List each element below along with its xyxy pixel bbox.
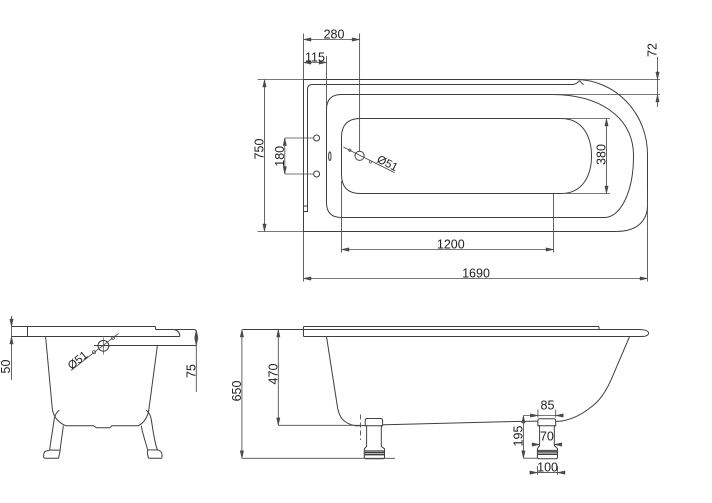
svg-text:75: 75: [184, 364, 198, 378]
svg-text:85: 85: [541, 399, 555, 413]
svg-text:380: 380: [595, 144, 609, 165]
svg-text:70: 70: [540, 429, 554, 443]
svg-text:1200: 1200: [437, 237, 465, 251]
svg-text:100: 100: [537, 460, 558, 474]
svg-text:750: 750: [253, 139, 267, 160]
svg-text:72: 72: [646, 43, 660, 57]
svg-text:115: 115: [305, 50, 325, 64]
svg-text:180: 180: [273, 146, 287, 167]
svg-text:650: 650: [230, 381, 244, 402]
svg-text:50: 50: [0, 360, 13, 374]
svg-text:280: 280: [324, 28, 345, 42]
svg-text:1690: 1690: [462, 266, 490, 280]
svg-text:195: 195: [512, 426, 526, 447]
svg-text:470: 470: [267, 364, 281, 385]
